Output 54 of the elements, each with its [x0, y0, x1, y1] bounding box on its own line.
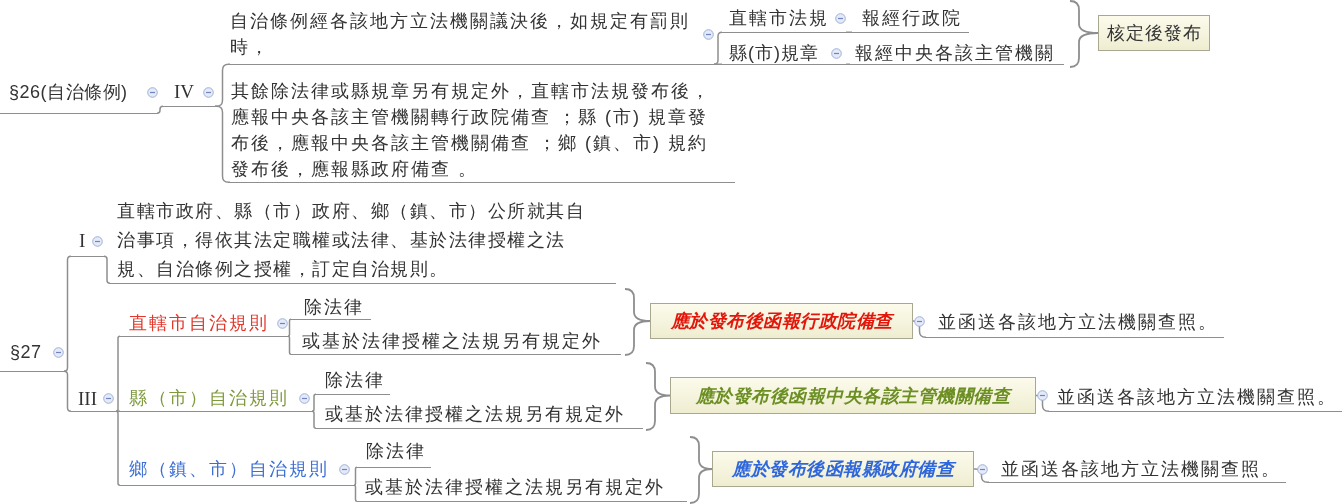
- branch-line: [287, 335, 292, 355]
- topic-text: 並函送各該地方立法機關查照。: [1001, 458, 1281, 481]
- branch-line: [214, 105, 231, 183]
- topic-text: 報經中央各該主管機關: [855, 42, 1055, 65]
- topic-text: 鄉（鎮、市）自治規則: [129, 458, 329, 481]
- topic-text: §26(自治條例): [9, 81, 128, 104]
- brace: [645, 362, 671, 431]
- topic-text: 並函送各該地方立法機關查照。: [938, 311, 1218, 334]
- branch-line: [103, 255, 111, 284]
- branch-line: [63, 370, 72, 412]
- branch-line: [353, 484, 358, 502]
- branch-line: [115, 410, 121, 486]
- topic-text: 直轄市政府、縣（市）政府、鄉（鎮、市）公所就其自治事項，得依其法定職權或法律、基於法律授權之法規、自治條例之授權，訂定自治規則。: [117, 200, 586, 281]
- branch-line: [845, 63, 851, 65]
- topic-text: 自治條例經各該地方立法機關議決後，如規定有罰則時，: [230, 10, 691, 59]
- branch-line: [1035, 394, 1050, 412]
- topic-text: 其餘除法律或縣規章另有規定外，直轄市法規發布後，應報中央各該主管機關轉行政院備查 ；縣 (市) 規章發布後，應報中央各該主管機關備查 ；鄉 (鎮、市) 規約發布後，應報縣政府備查 。: [231, 80, 712, 181]
- topic-text: 或基於法律授權之法規另有規定外: [302, 330, 602, 353]
- branch-line: [115, 410, 121, 412]
- topic-text: I: [79, 229, 86, 253]
- summary-box: 應於發布後函報行政院備查: [650, 303, 913, 339]
- summary-box: 應於發布後函報中央各該主管機關備查: [670, 377, 1036, 414]
- topic-text: 除法律: [366, 440, 426, 463]
- branch-line: [311, 410, 317, 429]
- branch-line: [713, 31, 723, 65]
- summary-box: 核定後發布: [1098, 15, 1210, 51]
- topic-text: 或基於法律授權之法規另有規定外: [365, 476, 665, 499]
- topic-text: 直轄市自治規則: [129, 312, 269, 335]
- branch-line: [912, 320, 927, 338]
- topic-text: 報經行政院: [862, 7, 962, 30]
- branch-line: [156, 105, 164, 114]
- topic-text: 直轄市法規: [729, 7, 829, 30]
- topic-text: 除法律: [325, 369, 385, 392]
- topic-text: III: [78, 387, 97, 411]
- brace: [624, 288, 651, 356]
- branch-line: [63, 255, 72, 372]
- topic-text: IV: [174, 80, 195, 104]
- brace: [689, 436, 713, 504]
- branch-line: [353, 466, 358, 486]
- branch-line: [311, 393, 317, 412]
- topic-text: §27: [10, 341, 42, 364]
- topic-text: 縣（市）自治規則: [129, 387, 289, 410]
- branch-line: [115, 335, 121, 412]
- topic-text: 並函送各該地方立法機關查照。: [1057, 386, 1337, 409]
- branch-line: [973, 468, 990, 483]
- topic-text: 除法律: [304, 296, 364, 319]
- summary-box: 應於發布後函報縣政府備查: [712, 451, 974, 487]
- branch-line: [713, 63, 723, 65]
- topic-text: 或基於法律授權之法規另有規定外: [325, 403, 625, 426]
- branch-line: [845, 31, 853, 33]
- branch-line: [214, 63, 231, 107]
- branch-line: [287, 318, 292, 337]
- brace: [1069, 0, 1099, 68]
- topic-text: 縣(市)規章: [729, 42, 819, 65]
